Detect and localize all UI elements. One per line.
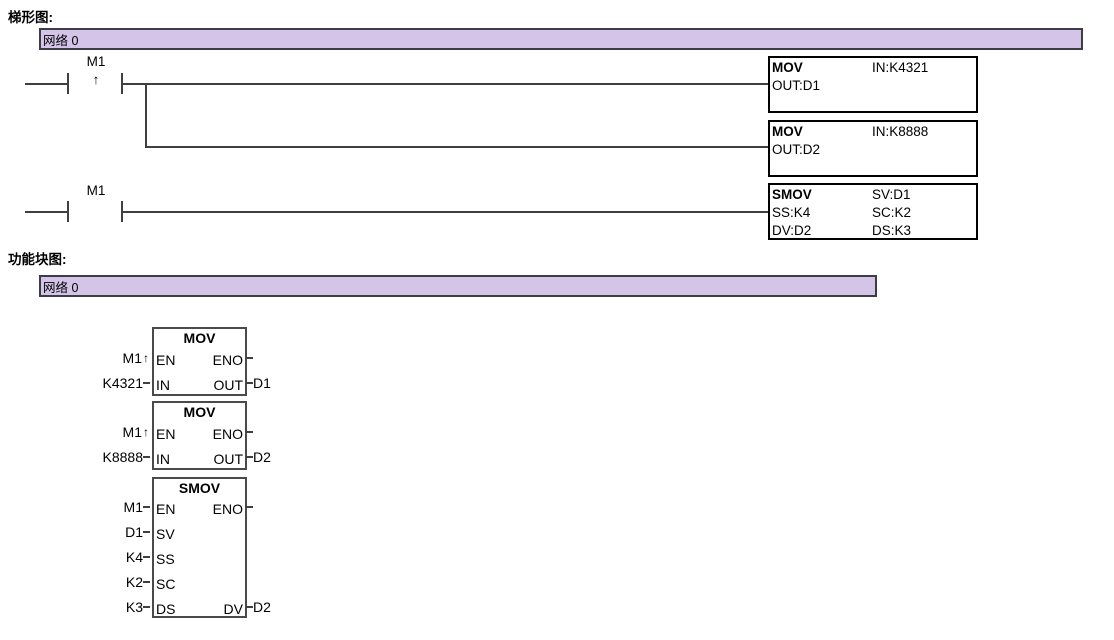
ladder-instruction-mov2[interactable]: MOV IN:K8888 OUT:D2: [768, 120, 978, 177]
operand-in: IN:K8888: [872, 124, 929, 139]
pin-connector: [246, 456, 253, 458]
operand-text: D2: [253, 599, 271, 615]
ladder-network-header[interactable]: 网络 0: [39, 28, 1083, 50]
pin-eno: ENO: [212, 501, 243, 517]
operand-eno: [246, 424, 253, 440]
block-title: MOV: [183, 330, 216, 346]
fbd-block-smov[interactable]: SMOV EN ENO SV SS SC DS DV: [152, 477, 247, 618]
contact-bar[interactable]: [67, 73, 69, 94]
operand-text: D1: [125, 524, 143, 540]
operand-out: D1: [246, 375, 271, 391]
operand-in: IN:K4321: [872, 60, 929, 75]
block-title: MOV: [183, 404, 216, 420]
operand-text: K4321: [102, 375, 143, 391]
pin-in: IN: [156, 451, 170, 467]
pin-out: OUT: [213, 377, 243, 393]
pin-sc: SC: [156, 576, 176, 592]
ladder-section-title: 梯形图:: [8, 10, 53, 25]
pin-connector: [143, 382, 150, 384]
pin-sv: SV: [156, 526, 175, 542]
operand-dv: D2: [246, 599, 271, 615]
pin-connector: [143, 606, 150, 608]
contact-bar[interactable]: [121, 201, 123, 222]
fbd-block-mov1[interactable]: MOV EN ENO IN OUT: [152, 327, 247, 396]
wire-segment: [25, 83, 68, 85]
operand-sv: D1: [88, 524, 150, 540]
fbd-network-header[interactable]: 网络 0: [39, 275, 877, 297]
operand-out: D2: [246, 449, 271, 465]
pin-ds: DS: [156, 601, 176, 617]
fbd-network-label: 网络 0: [43, 280, 79, 295]
wire-segment: [123, 83, 768, 85]
pin-connector: [143, 506, 150, 508]
pin-en: EN: [156, 426, 176, 442]
operand-text: M1: [122, 424, 142, 440]
operand-en: M1↑: [88, 424, 150, 440]
operand-text: K4: [125, 549, 143, 565]
pin-connector: [246, 606, 253, 608]
opcode-label: MOV: [772, 124, 803, 139]
pin-eno: ENO: [212, 352, 243, 368]
operand-en: M1: [88, 499, 150, 515]
rising-edge-icon: ↑: [143, 351, 149, 365]
contact-bar[interactable]: [121, 73, 123, 94]
pin-connector: [143, 456, 150, 458]
pin-eno: ENO: [212, 426, 243, 442]
operand-en: M1↑: [88, 350, 150, 366]
fbd-section-title: 功能块图:: [8, 252, 67, 267]
wire-segment: [123, 211, 768, 213]
operand-sv: SV:D1: [872, 187, 911, 202]
operand-text: D2: [253, 449, 271, 465]
rising-edge-icon: ↑: [92, 72, 100, 87]
operand-sc: SC:K2: [872, 205, 912, 220]
ladder-instruction-mov1[interactable]: MOV IN:K4321 OUT:D1: [768, 56, 978, 113]
opcode-label: MOV: [772, 60, 803, 75]
ladder-network-label: 网络 0: [43, 33, 79, 48]
pin-en: EN: [156, 501, 176, 517]
ladder-instruction-smov[interactable]: SMOV SV:D1 SS:K4 SC:K2 DV:D2 DS:K3: [768, 183, 978, 240]
contact-bar[interactable]: [67, 201, 69, 222]
operand-ds: K3: [88, 599, 150, 615]
operand-in: K8888: [88, 449, 150, 465]
pin-connector: [246, 357, 253, 359]
operand-eno: [246, 350, 253, 366]
pin-connector: [143, 581, 150, 583]
operand-out: OUT:D1: [772, 78, 821, 93]
operand-ss: K4: [88, 549, 150, 565]
operand-in: K4321: [88, 375, 150, 391]
pin-connector: [143, 556, 150, 558]
pin-connector: [143, 531, 150, 533]
operand-text: M1: [122, 350, 142, 366]
operand-out: OUT:D2: [772, 142, 821, 157]
rung2-contact-label: M1: [86, 183, 106, 198]
wire-segment: [145, 146, 768, 148]
block-title: SMOV: [178, 480, 221, 496]
operand-sc: K2: [88, 574, 150, 590]
fbd-block-mov2[interactable]: MOV EN ENO IN OUT: [152, 401, 247, 470]
rung1-contact-label: M1: [86, 54, 106, 69]
pin-en: EN: [156, 352, 176, 368]
pin-dv: DV: [223, 601, 243, 617]
operand-text: K3: [125, 599, 143, 615]
pin-connector: [246, 431, 253, 433]
pin-ss: SS: [156, 551, 175, 567]
branch-wire: [145, 83, 147, 148]
rising-edge-icon: ↑: [143, 425, 149, 439]
wire-segment: [25, 211, 68, 213]
operand-dv: DV:D2: [772, 223, 812, 238]
pin-connector: [246, 506, 253, 508]
operand-text: K2: [125, 574, 143, 590]
operand-eno: [246, 499, 253, 515]
pin-in: IN: [156, 377, 170, 393]
operand-text: D1: [253, 375, 271, 391]
opcode-label: SMOV: [772, 187, 812, 202]
operand-ds: DS:K3: [872, 223, 912, 238]
operand-text: M1: [123, 499, 143, 515]
pin-out: OUT: [213, 451, 243, 467]
operand-ss: SS:K4: [772, 205, 811, 220]
pin-connector: [246, 382, 253, 384]
operand-text: K8888: [102, 449, 143, 465]
